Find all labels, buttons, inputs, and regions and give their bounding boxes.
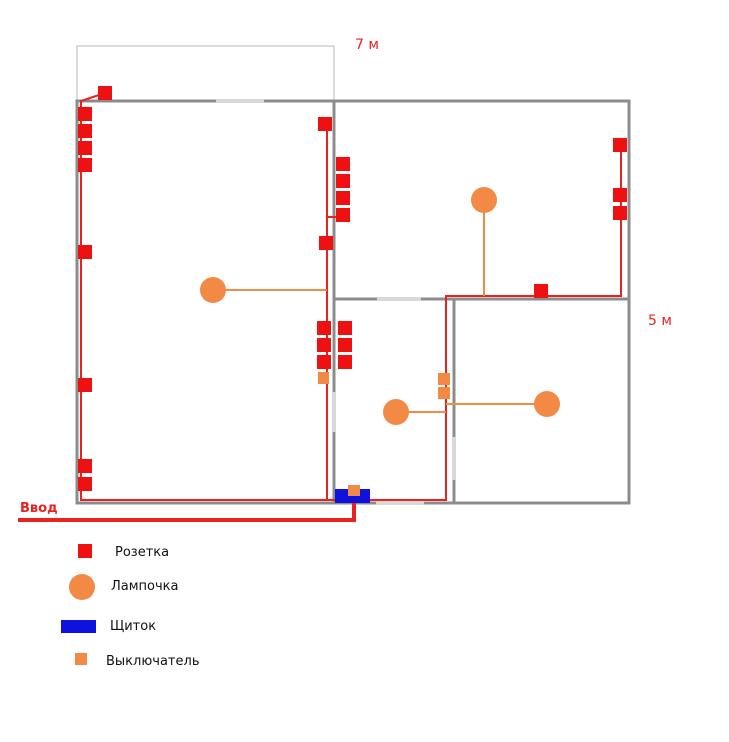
legend-switch-label: Выключатель [106,654,199,669]
socket-icon [317,338,331,352]
entry-label: Ввод [20,501,58,516]
lamps [200,187,560,425]
walls [75,99,631,505]
balcony-outline [76,45,335,102]
legend-socket-label: Розетка [115,545,169,560]
lamp-icon [383,399,409,425]
outer-wall [75,99,631,505]
socket-icon [98,86,112,100]
socket-icon [336,191,350,205]
socket-icon [319,236,333,250]
socket-icon [336,208,350,222]
lamp-icon [200,277,226,303]
socket-icon [613,188,627,202]
switches [318,372,450,399]
socket-icon [613,138,627,152]
socket-icon [78,107,92,121]
socket-icon [78,141,92,155]
socket-icon [336,157,350,171]
switch-icon [438,373,450,385]
legend-switch-icon [75,653,87,665]
socket-icon [336,174,350,188]
socket-icon [338,321,352,335]
socket-icon [534,284,548,298]
socket-icon [78,124,92,138]
socket-icon [78,378,92,392]
socket-icon [338,355,352,369]
socket-icon [317,321,331,335]
lamp-wires [213,200,547,413]
openings [216,99,456,505]
sockets [78,86,627,491]
socket-icon [613,206,627,220]
legend-panel-label: Щиток [110,619,156,634]
legend-socket-icon [78,544,92,558]
legend: Розетка Лампочка Щиток Выключатель [61,544,199,669]
socket-icon [78,477,92,491]
switch-icon [348,485,360,496]
switch-icon [318,372,329,384]
entry-line [18,497,356,522]
legend-lamp-label: Лампочка [111,579,179,594]
lamp-icon [471,187,497,213]
socket-icon [338,338,352,352]
lamp-icon [534,391,560,417]
socket-icon [78,459,92,473]
height-dimension-label: 5 м [648,313,672,329]
switch-icon [438,387,450,399]
socket-icon [78,158,92,172]
socket-icon [317,355,331,369]
legend-lamp-icon [69,574,95,600]
width-dimension-label: 7 м [355,37,379,53]
socket-icon [318,117,332,131]
legend-panel-icon [61,620,96,633]
socket-icon [78,245,92,259]
